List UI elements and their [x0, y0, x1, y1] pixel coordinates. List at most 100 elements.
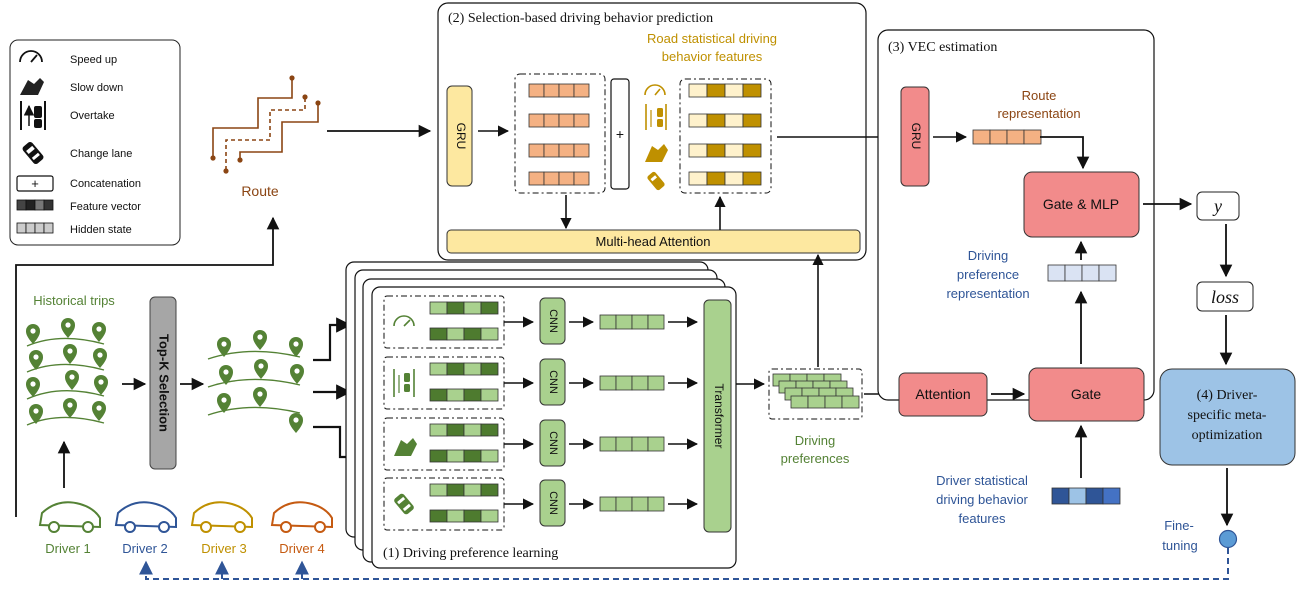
- fine-tuning-node: [1218, 529, 1238, 549]
- gate-mlp-label: Gate & MLP: [1043, 196, 1119, 212]
- road-behavior-icons: [644, 84, 668, 191]
- pref-rep-cell: [1047, 264, 1117, 282]
- driver-1-car-icon: [38, 501, 101, 533]
- legend-change-lane: Change lane: [70, 148, 132, 160]
- driver-1-label: Driver 1: [45, 541, 91, 556]
- meta-optimization-block: [1159, 368, 1296, 466]
- driver-2-car-icon: [114, 501, 177, 533]
- gate-block: [1028, 367, 1145, 422]
- road-feature-vector: [688, 171, 762, 186]
- driving-preferences-line2: preferences: [781, 451, 850, 466]
- section-3-title: (3) VEC estimation: [888, 40, 997, 55]
- cnn-block: CNN: [539, 297, 566, 345]
- road-feature-vectors: [688, 83, 762, 186]
- slow-down-icon: [20, 78, 44, 95]
- pref-rep-line2: preference: [957, 267, 1019, 282]
- section-2-box: [437, 2, 867, 261]
- cnn-block: CNN: [539, 419, 566, 467]
- historical-trips-map: [26, 318, 108, 426]
- driving-preferences-group: [768, 368, 863, 420]
- pref-rep-line3: representation: [946, 286, 1029, 301]
- cnn-label: CNN: [547, 431, 559, 455]
- multi-head-attention-block: [446, 229, 861, 254]
- driver-4-label: Driver 4: [279, 541, 325, 556]
- cnn-label: CNN: [547, 370, 559, 394]
- legend: Speed up Slow down Overtake Change lane …: [9, 39, 181, 246]
- cnn-block: CNN: [539, 358, 566, 406]
- y-output-box: [1196, 191, 1240, 221]
- legend-concatenation: Concatenation: [70, 178, 141, 190]
- speed-up-icon: [393, 315, 415, 327]
- finetune-line2: tuning: [1162, 538, 1197, 553]
- route-label: Route: [241, 183, 279, 199]
- legend-speed-up: Speed up: [70, 54, 117, 66]
- driver-3-car-icon: [190, 501, 253, 533]
- hidden-states-group: [514, 73, 606, 194]
- concat-box: [610, 78, 630, 190]
- driver-stat-line1: Driver statistical: [936, 473, 1028, 488]
- hidden-state-vector: [528, 171, 590, 186]
- driver-4-car-icon: [270, 501, 333, 533]
- section-1-title: (1) Driving preference learning: [383, 546, 558, 561]
- preference-vector: [790, 395, 860, 409]
- gru-block-2: [446, 85, 473, 187]
- concat-plus: +: [616, 126, 624, 142]
- road-features-group: [679, 78, 772, 194]
- cnn-output-vector: [599, 436, 665, 452]
- loss-box: [1196, 281, 1254, 312]
- road-feature-vector: [688, 113, 762, 128]
- road-feature-vector: [688, 143, 762, 158]
- cnn-block: CNN: [539, 479, 566, 527]
- finetune-line1: Fine-: [1164, 518, 1194, 533]
- hidden-state-vector: [528, 143, 590, 158]
- route-representation-vector: [972, 129, 1042, 145]
- hidden-state-vector: [528, 113, 590, 128]
- historical-trips-label: Historical trips: [33, 293, 115, 308]
- mha-label: Multi-head Attention: [596, 234, 711, 249]
- legend-feature-vector: Feature vector: [70, 201, 141, 213]
- driver-statistical-feature-vector: [1051, 487, 1121, 505]
- legend-overtake: Overtake: [70, 110, 115, 122]
- driving-preferences-line1: Driving: [795, 433, 835, 448]
- change-lane-icon: [22, 141, 44, 165]
- route-rep-cell: [972, 129, 1042, 145]
- change-lane-icon: [394, 493, 414, 515]
- gru-block-3: [900, 86, 930, 187]
- section4-line2: specific meta-: [1188, 408, 1267, 423]
- behavior-feature-vector: [429, 388, 499, 402]
- speed-up-icon: [19, 50, 43, 63]
- transformer-block: [703, 299, 732, 533]
- svg-text:+: +: [31, 176, 39, 191]
- behavior-feature-vector: [429, 301, 499, 315]
- cnn-output-vector: [599, 375, 665, 391]
- cnn-label: CNN: [547, 309, 559, 333]
- road-feature-vector: [688, 83, 762, 98]
- route-icon: [210, 75, 321, 174]
- feature-vector-icon: [16, 199, 54, 211]
- driver-stat-line2: driving behavior: [936, 492, 1028, 507]
- slow-down-icon: [394, 438, 417, 456]
- gru-label-2: GRU: [454, 123, 468, 150]
- route-rep-line2: representation: [997, 106, 1080, 121]
- attention-block: [898, 372, 988, 417]
- route-rep-line1: Route: [1022, 88, 1057, 103]
- driver-2-label: Driver 2: [122, 541, 168, 556]
- behavior-feature-vector: [429, 483, 499, 497]
- gate-label: Gate: [1071, 386, 1102, 402]
- attention-label: Attention: [915, 386, 970, 402]
- road-features-line1: Road statistical driving: [647, 31, 777, 46]
- driver-stat-cell: [1051, 487, 1121, 505]
- overtake-icon: [393, 369, 415, 397]
- selected-trips-map: [207, 330, 304, 433]
- legend-hidden-state: Hidden state: [70, 224, 132, 236]
- driving-preference-representation-vector: [1047, 264, 1117, 282]
- gate-mlp-block: [1023, 171, 1140, 238]
- driver-3-label: Driver 3: [201, 541, 247, 556]
- pref-rep-line1: Driving: [968, 248, 1008, 263]
- loss-label: loss: [1211, 287, 1239, 307]
- gru-label-3: GRU: [909, 123, 923, 150]
- behavior-feature-vector: [429, 449, 499, 463]
- preference-learning-rows: CNN CNN CNN CNN: [383, 295, 699, 531]
- behavior-feature-vector: [429, 327, 499, 341]
